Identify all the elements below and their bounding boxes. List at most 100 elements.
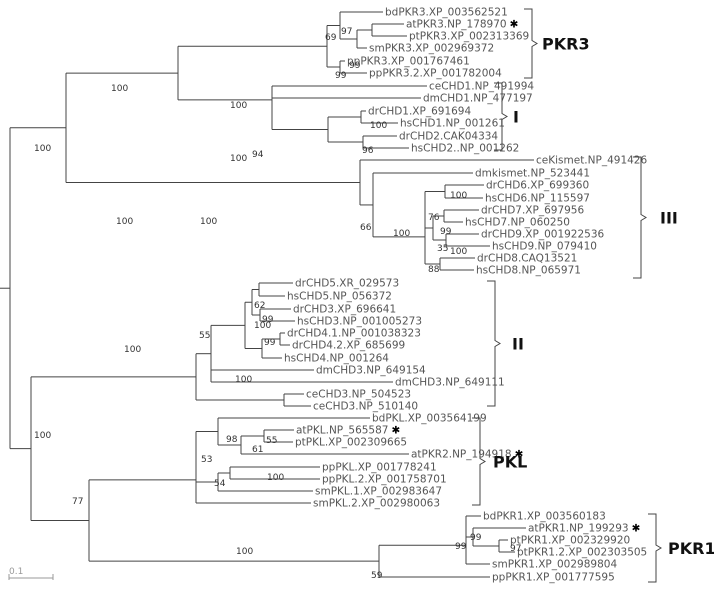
leaf-label-smPKL1: smPKL.1.XP_002983647 (315, 486, 442, 498)
leaf-label-hsCHD2: hsCHD2..NP_001262 (411, 143, 519, 155)
leaf-label-dmCHD1: dmCHD1.NP_477197 (423, 93, 533, 105)
leaf-label-ptPKR1: ptPKR1.XP_002329920 (510, 535, 630, 547)
leaf-label-smPKR1: smPKR1.XP_002989804 (492, 559, 617, 571)
clade-label-pkr3: PKR3 (542, 35, 590, 54)
clade-label-ii: II (512, 335, 524, 354)
leaf-label-drCHD8: drCHD8.CAQ13521 (477, 253, 577, 265)
bootstrap-value: 100 (393, 229, 410, 239)
leaf-label-ceKismet: ceKismet.NP_491426 (536, 155, 647, 167)
leaf-label-hsCHD9: hsCHD9.NP_079410 (492, 241, 597, 253)
bootstrap-value: 100 (34, 431, 51, 441)
tree-branches (0, 11, 534, 578)
scale-bar: 0.1 (8, 567, 54, 580)
bootstrap-value: 100 (370, 121, 387, 131)
leaf-label-hsCHD5: hsCHD5.NP_056372 (287, 291, 392, 303)
leaf-label-ppPKL: ppPKL.XP_001778241 (322, 462, 437, 474)
clade-bracket-ii (487, 280, 501, 407)
bootstrap-value: 100 (450, 247, 467, 257)
leaf-label-ceCHD3a: ceCHD3.NP_504523 (306, 389, 411, 401)
leaf-label-ptPKR12: ptPKR1.2.XP_002303505 (517, 547, 647, 559)
leaf-asterisk-atPKL: ✱ (391, 425, 400, 437)
clade-bracket-i (494, 82, 508, 151)
bootstrap-value: 99 (335, 71, 347, 81)
bootstrap-value: 99 (440, 227, 452, 237)
leaf-label-dmkismet: dmkismet.NP_523441 (475, 168, 590, 180)
leaf-label-ppPKR32: ppPKR3.2.XP_001782004 (369, 68, 502, 80)
leaf-asterisk-atPKR1: ✱ (632, 523, 641, 535)
bootstrap-value: 99 (455, 542, 467, 552)
clade-bracket-iii (633, 156, 647, 279)
clade-label-pkl: PKL (493, 453, 527, 472)
leaf-label-hsCHD8: hsCHD8.NP_065971 (476, 265, 581, 277)
leaf-label-atPKR1: atPKR1.NP_199293✱ (528, 523, 640, 535)
leaf-label-atPKR3: atPKR3.NP_178970✱ (406, 19, 518, 31)
leaf-label-ppPKR3: ppPKR3.XP_001767461 (347, 56, 470, 68)
clade-bracket-pkr1 (648, 513, 662, 583)
bootstrap-value: 35 (437, 244, 448, 254)
leaf-label-hsCHD4: hsCHD4.NP_001264 (284, 353, 389, 365)
clade-bracket-pkr3 (524, 8, 538, 79)
leaf-label-ptPKL: ptPKL.XP_002309665 (295, 437, 407, 449)
leaf-label-drCHD41: drCHD4.1.NP_001038323 (287, 328, 421, 340)
leaf-label-ppPKR1: ppPKR1.XP_001777595 (492, 572, 615, 584)
clade-label-i: I (513, 108, 519, 127)
leaf-label-atPKR2: atPKR2.NP_194918✱ (411, 449, 523, 461)
bootstrap-value: 96 (362, 146, 374, 156)
leaf-label-smPKR3: smPKR3.XP_002969372 (369, 43, 494, 55)
bootstrap-value: 97 (510, 544, 521, 554)
bootstrap-value: 59 (371, 571, 383, 581)
bootstrap-value: 100 (254, 321, 271, 331)
leaf-label-hsCHD3: hsCHD3.NP_001005273 (297, 316, 422, 328)
bootstrap-value: 55 (266, 436, 277, 446)
leaf-label-drCHD42: drCHD4.2.XP_685699 (292, 340, 405, 352)
bootstrap-value: 100 (267, 473, 284, 483)
bootstrap-value: 100 (230, 154, 247, 164)
bootstrap-value: 100 (34, 144, 51, 154)
leaf-label-drCHD3: drCHD3.XP_696641 (293, 304, 396, 316)
leaf-label-drCHD1: drCHD1.XP_691694 (368, 106, 471, 118)
leaf-label-ppPKL2: ppPKL.2.XP_001758701 (322, 474, 447, 486)
bootstrap-value: 99 (264, 338, 276, 348)
leaf-label-hsCHD7: hsCHD7.NP_060250 (465, 217, 570, 229)
bootstrap-value: 88 (428, 265, 440, 275)
bootstrap-value: 100 (230, 101, 247, 111)
leaf-label-hsCHD6: hsCHD6.NP_115597 (485, 193, 590, 205)
bootstrap-value: 97 (341, 27, 352, 37)
leaf-label-drCHD6: drCHD6.XP_699360 (486, 180, 589, 192)
leaf-label-bdPKR1: bdPKR1.XP_003560183 (483, 511, 606, 523)
leaf-label-atPKL: atPKL.NP_565587✱ (296, 425, 400, 437)
bootstrap-value: 69 (325, 33, 337, 43)
clade-label-pkr1: PKR1 (668, 539, 714, 558)
leaf-label-ceCHD3b: ceCHD3.NP_510140 (313, 401, 418, 413)
bootstrap-value: 100 (111, 84, 128, 94)
bootstrap-value: 98 (226, 435, 238, 445)
leaf-label-bdPKR3: bdPKR3.XP_003562521 (385, 7, 508, 19)
leaf-label-ceCHD1: ceCHD1.NP_491994 (429, 81, 534, 93)
leaf-label-bdPKL: bdPKL.XP_003564199 (372, 413, 487, 425)
bootstrap-value: 99 (470, 533, 482, 543)
bootstrap-value: 66 (360, 223, 372, 233)
leaf-label-smPKL2: smPKL.2.XP_002980063 (313, 498, 440, 510)
leaf-label-hsCHD1: hsCHD1.NP_001261 (400, 118, 505, 130)
bootstrap-value: 99 (349, 61, 361, 71)
leaf-label-dmCHD3b: dmCHD3.NP_649111 (395, 377, 505, 389)
leaf-label-drCHD9: drCHD9.XP_001922536 (481, 229, 605, 241)
bootstrap-value: 100 (235, 375, 252, 385)
bootstrap-value: 99 (262, 315, 274, 325)
bootstrap-value: 94 (252, 150, 264, 160)
clade-label-iii: III (660, 209, 678, 228)
scale-bar-label: 0.1 (9, 567, 23, 577)
leaf-label-dmCHD3a: dmCHD3.NP_649154 (316, 365, 426, 377)
bootstrap-value: 77 (72, 497, 83, 507)
bootstrap-value: 100 (200, 217, 217, 227)
leaf-asterisk-atPKR3: ✱ (510, 19, 519, 31)
bootstrap-value: 100 (124, 345, 141, 355)
bootstrap-value: 76 (428, 213, 440, 223)
leaf-label-drCHD2: drCHD2.CAK04334 (399, 131, 498, 143)
bootstrap-value: 61 (252, 445, 263, 455)
bootstrap-value: 55 (199, 331, 210, 341)
